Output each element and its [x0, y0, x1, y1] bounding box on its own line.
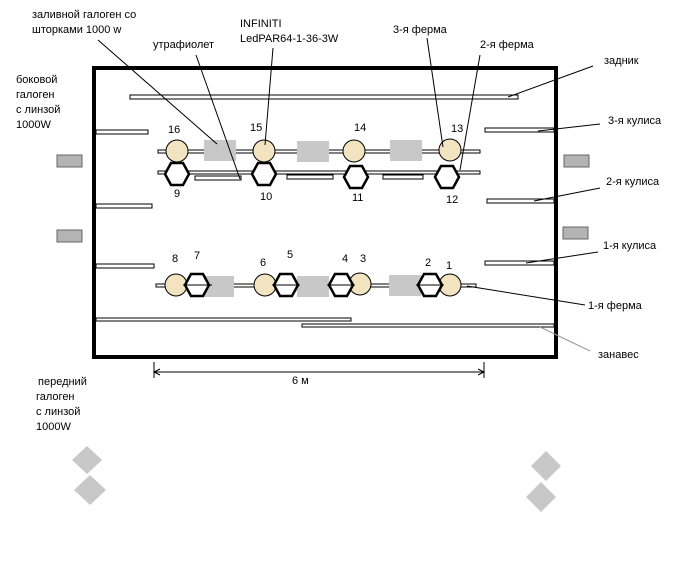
front-halogen: [531, 451, 561, 481]
fixture-number-7: 7: [194, 250, 200, 262]
curtain-label: занавес: [598, 349, 639, 361]
side-halogen-label-3: с линзой: [16, 104, 60, 116]
flood-halogen: [390, 140, 422, 161]
wing3-left: [95, 129, 149, 135]
infiniti-label-1: INFINITI: [240, 18, 282, 30]
front-halogen-label-2: галоген: [36, 391, 75, 403]
side-halogen-label-4: 1000W: [16, 119, 51, 131]
fixture-number-11: 11: [352, 192, 363, 204]
side-halogen-box: [56, 229, 83, 243]
par-light-16: [165, 139, 189, 163]
leader-lines: [97, 37, 601, 352]
ultraviolet-label: утрафиолет: [153, 39, 214, 51]
wing1-right: [484, 260, 555, 266]
truss1-label: 1-я ферма: [588, 300, 643, 312]
uv-tube: [286, 174, 334, 180]
front-halogen-label-1: передний: [38, 376, 87, 388]
wing2-left: [95, 203, 153, 209]
side-halogen-label-1: боковой: [16, 74, 57, 86]
stage-frame: [92, 66, 558, 359]
width-label: 6 м: [292, 375, 309, 387]
par-light-13: [438, 138, 462, 162]
flood-halogen: [203, 276, 234, 297]
front-halogen: [72, 446, 102, 474]
curtain-bar-left: [95, 317, 352, 322]
infiniti-label-2: LedPAR64-1-36-3W: [240, 33, 339, 45]
backdrop-label: задник: [604, 55, 639, 67]
truss3-label: 3-я ферма: [393, 24, 448, 36]
fixture-number-15: 15: [250, 122, 262, 134]
led-hex-12: [433, 164, 461, 190]
wing3-label: 3-я кулиса: [608, 115, 662, 127]
par-light-14: [342, 139, 366, 163]
fixture-number-2: 2: [425, 257, 431, 269]
side-halogen-box: [56, 154, 83, 168]
wing2-right: [486, 198, 555, 204]
fixture-number-1: 1: [446, 260, 452, 272]
flood-halogen: [297, 276, 329, 297]
front-halogen: [74, 475, 106, 505]
fixture-number-10: 10: [260, 191, 272, 203]
fixture-number-3: 3: [360, 253, 366, 265]
wing3-right: [484, 127, 555, 133]
side-halogen-box: [563, 154, 590, 168]
uv-tube: [194, 175, 242, 181]
led-hex-9: [163, 161, 191, 187]
fixture-number-13: 13: [451, 123, 463, 135]
wing2-label: 2-я кулиса: [606, 176, 660, 188]
fixture-number-12: 12: [446, 194, 458, 206]
fixture-number-9: 9: [174, 188, 180, 200]
front-halogen-label-3: с линзой: [36, 406, 80, 418]
front-halogen-label-4: 1000W: [36, 421, 71, 433]
flood-halogen: [389, 275, 421, 296]
side-halogen-box: [562, 226, 589, 240]
fixture-number-14: 14: [354, 122, 366, 134]
wing1-label: 1-я кулиса: [603, 240, 657, 252]
fixture-number-6: 6: [260, 257, 266, 269]
truss2-bar: [157, 170, 481, 175]
flood-halogen: [297, 141, 329, 162]
flood-halogen-label-1: заливной галоген со: [32, 9, 136, 21]
curtain-bar-right: [301, 323, 555, 328]
flood-halogen-label-2: шторками 1000 w: [32, 24, 121, 36]
flood-halogen: [204, 140, 236, 161]
fixture-number-8: 8: [172, 253, 178, 265]
par-light-15: [252, 139, 276, 163]
uv-tube: [382, 174, 424, 180]
fixture-number-5: 5: [287, 249, 293, 261]
side-halogen-label-2: галоген: [16, 89, 55, 101]
truss2-label: 2-я ферма: [480, 39, 535, 51]
led-hex-10: [250, 161, 278, 187]
fixture-number-4: 4: [342, 253, 348, 265]
front-halogen: [526, 482, 556, 512]
led-hex-11: [342, 164, 370, 190]
fixture-number-16: 16: [168, 124, 180, 136]
wing1-left: [95, 263, 155, 269]
dimension-line: [152, 362, 486, 378]
backdrop-bar: [129, 94, 519, 100]
